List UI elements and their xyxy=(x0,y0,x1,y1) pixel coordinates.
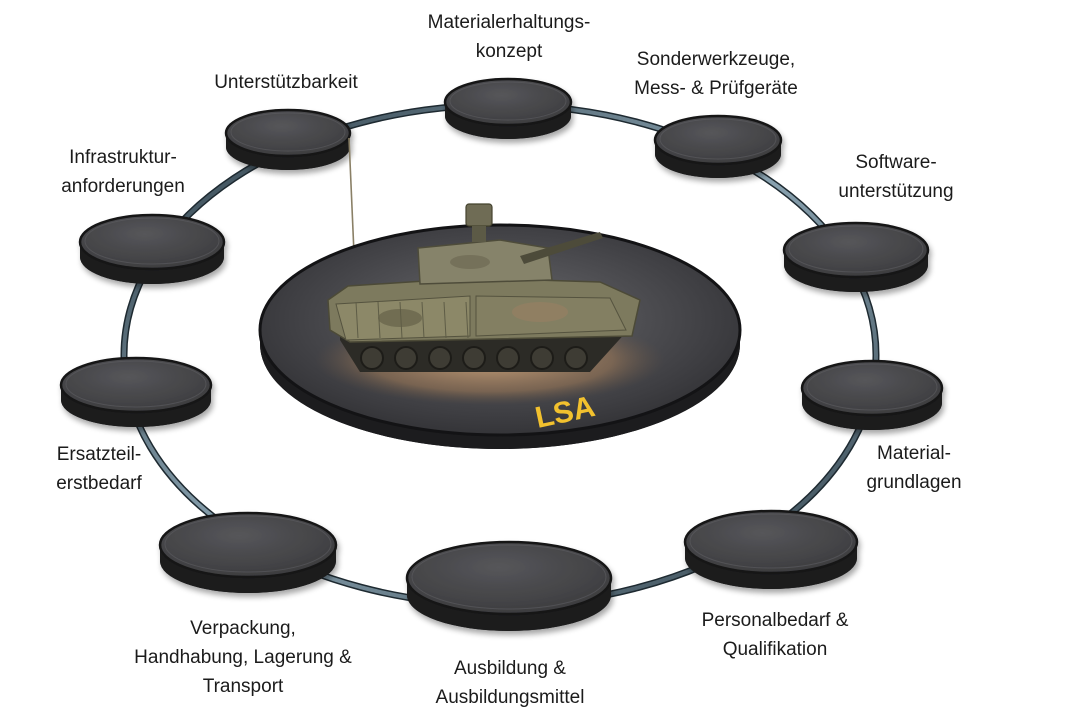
center-disc: LSA xyxy=(258,203,742,449)
label-line: Mess- & Prüfgeräte xyxy=(634,78,798,99)
label-softwareunterstuetzung: Software-unterstützung xyxy=(838,148,953,206)
disc-verpackung xyxy=(158,511,338,593)
label-line: grundlagen xyxy=(866,472,962,493)
label-line: Verpackung, xyxy=(190,618,296,639)
label-line: erstbedarf xyxy=(56,473,142,494)
label-ausbildung: Ausbildung & Ausbildungsmittel xyxy=(436,654,585,712)
label-line: unterstützung xyxy=(838,181,954,202)
label-personalbedarf: Personalbedarf & Qualifikation xyxy=(702,606,849,664)
label-materialerhaltungskonzept: Materialerhaltungs-konzept xyxy=(428,8,591,66)
label-infrastrukturanforderungen: Infrastruktur-anforderungen xyxy=(61,143,185,201)
disc-infrastrukturanforderungen xyxy=(78,213,226,284)
label-line: Infrastruktur- xyxy=(69,147,177,168)
label-unterstuetzbarkeit: Unterstützbarkeit xyxy=(214,68,358,97)
disc-softwareunterstuetzung xyxy=(782,221,930,292)
label-materialgrundlagen: Material-grundlagen xyxy=(866,439,961,497)
disc-personalbedarf xyxy=(683,509,859,589)
label-line: konzept xyxy=(475,41,543,62)
label-line: Sonderwerkzeuge, xyxy=(636,49,796,70)
label-line: Handhabung, Lagerung & xyxy=(134,647,352,668)
node-discs xyxy=(59,77,944,631)
label-line: Materialerhaltungs- xyxy=(427,12,591,33)
label-line: Software- xyxy=(855,152,937,173)
armored-vehicle-icon xyxy=(327,203,641,372)
label-verpackung: Verpackung, Handhabung, Lagerung & Transpo… xyxy=(134,614,352,701)
disc-ausbildung xyxy=(405,540,613,631)
label-line: Qualifikation xyxy=(722,639,828,660)
disc-materialgrundlagen xyxy=(800,359,944,430)
label-line: anforderungen xyxy=(61,176,185,197)
disc-materialerhaltungskonzept xyxy=(443,77,573,139)
label-line: Ausbildungsmittel xyxy=(435,687,585,708)
label-line: Material- xyxy=(877,443,951,464)
label-line: Transport xyxy=(202,676,284,697)
label-line: Ersatzteil- xyxy=(56,444,142,465)
label-sonderwerkzeuge: Sonderwerkzeuge, Mess- & Prüfgeräte xyxy=(634,45,798,103)
label-line: Personalbedarf & xyxy=(701,610,849,631)
label-line: Ausbildung & xyxy=(454,658,566,679)
label-line: Unterstützbarkeit xyxy=(214,72,358,93)
label-ersatzteilerstbedarf: Ersatzteil-erstbedarf xyxy=(56,440,142,498)
disc-ersatzteilerstbedarf xyxy=(59,356,213,427)
disc-sonderwerkzeuge xyxy=(653,114,783,178)
disc-unterstuetzbarkeit xyxy=(224,108,352,170)
